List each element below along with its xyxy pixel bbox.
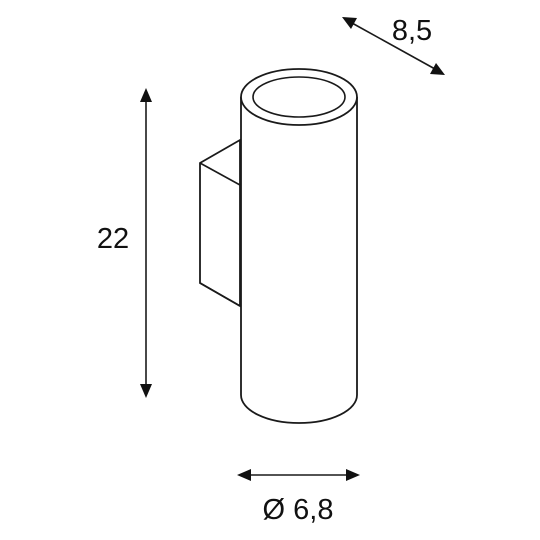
depth-label: 8,5 <box>392 15 432 47</box>
diameter-dimension: Ø 6,8 <box>237 469 360 526</box>
depth-dimension: 8,5 <box>342 15 445 75</box>
cylinder-opening <box>252 76 346 118</box>
arrow-right-icon <box>346 469 360 481</box>
height-dimension: 22 <box>97 88 152 398</box>
wall-bracket <box>199 138 241 308</box>
arrow-left-icon <box>237 469 251 481</box>
cylinder-body <box>240 68 358 424</box>
arrow-up-icon <box>140 88 152 102</box>
arrow-downright-icon <box>430 63 445 75</box>
arrow-upleft-icon <box>342 17 357 29</box>
arrow-down-icon <box>140 384 152 398</box>
diameter-label: Ø 6,8 <box>263 494 334 526</box>
height-label: 22 <box>97 223 129 255</box>
